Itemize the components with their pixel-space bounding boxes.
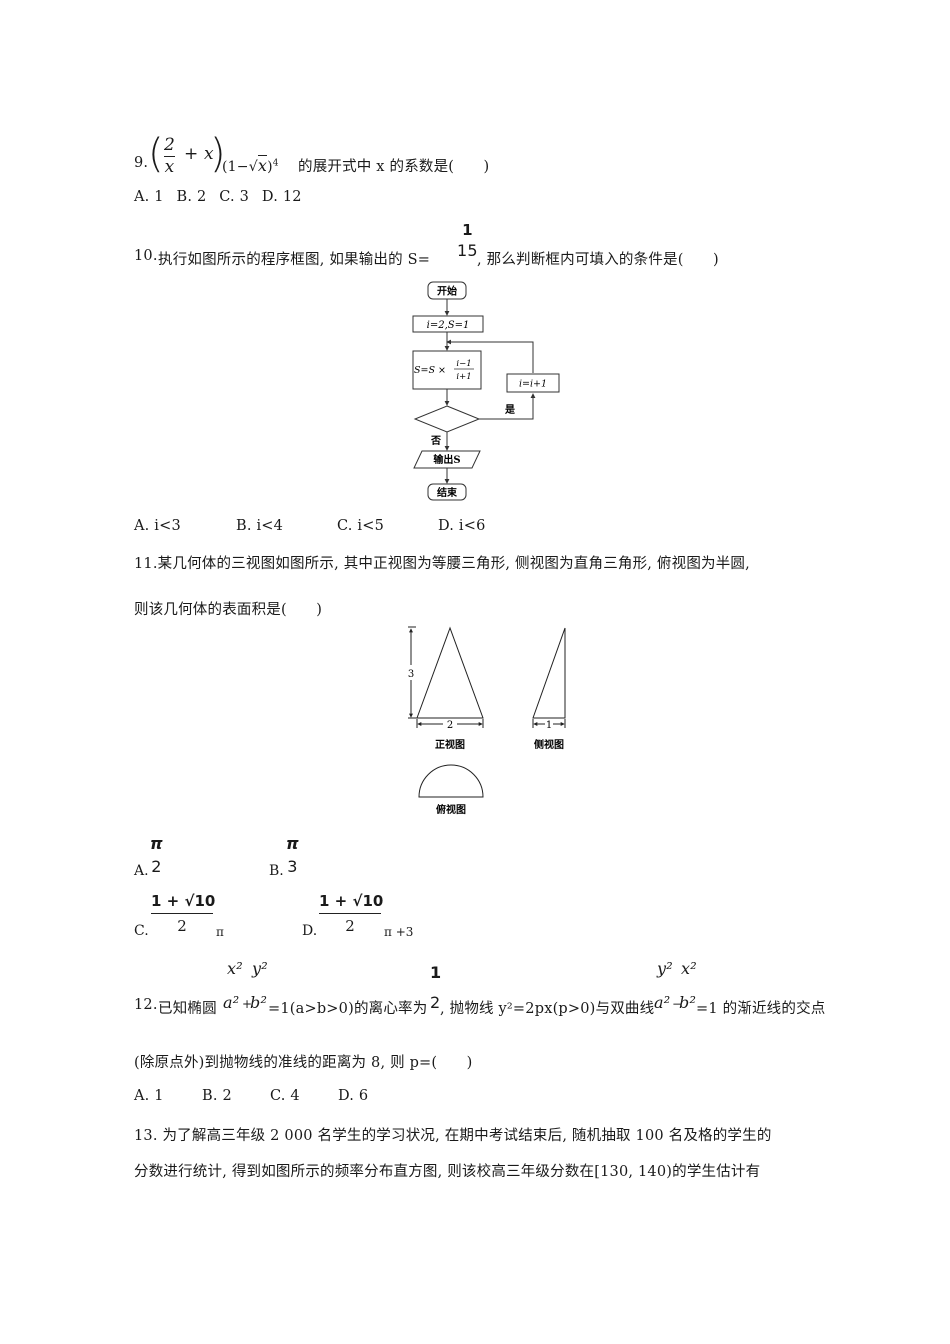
side-width-dimension: 1	[546, 720, 552, 731]
question-12: 12. 已知椭圆 x² a² + y² b² =1(a>b>0)的离心率为 1 …	[134, 959, 826, 1017]
q11-text-line2: 则该几何体的表面积是( )	[134, 602, 323, 618]
q9-text: 的展开式中 x 的系数是( )	[298, 159, 490, 175]
q12-option-b[interactable]: B. 2	[202, 1088, 232, 1104]
side-view-label: 侧视图	[534, 738, 564, 751]
top-view-semicircle	[418, 764, 484, 798]
front-width-dimension: 2	[447, 720, 453, 731]
q11-option-c[interactable]: C. 1 + √10 2 π	[134, 892, 224, 939]
flowchart-end-label: 结束	[437, 486, 458, 499]
svg-text:i+1: i+1	[456, 372, 471, 382]
flowchart-output-label: 输出S	[433, 453, 460, 466]
flowchart-yes-label: 是	[504, 404, 515, 416]
q9-option-b[interactable]: B. 2	[176, 189, 207, 205]
flowchart-output-node	[413, 450, 481, 469]
q11-text-line1: 11.某几何体的三视图如图所示, 其中正视图为等腰三角形, 侧视图为直角三角形,…	[134, 556, 750, 572]
flowchart-decision-node	[413, 405, 481, 433]
flowchart-increment-label: i=i+1	[519, 379, 547, 390]
q13-line2: 分数进行统计, 得到如图所示的频率分布直方图, 则该校高三年级分数在[130, …	[134, 1164, 761, 1180]
q10-fraction: 1 15	[457, 221, 478, 260]
q12-option-a[interactable]: A. 1	[134, 1088, 164, 1104]
front-view-label: 正视图	[435, 738, 465, 751]
top-view-label: 俯视图	[436, 803, 466, 816]
q9-fraction: 2 x	[164, 135, 176, 177]
q10-option-b[interactable]: B. i<4	[236, 518, 284, 534]
question-10: 10. 执行如图所示的程序框图, 如果输出的 S= 1 15 , 那么判断框内可…	[134, 220, 834, 270]
q9-left-paren: (	[148, 131, 164, 177]
q12-option-c[interactable]: C. 4	[270, 1088, 300, 1104]
q12-option-d[interactable]: D. 6	[338, 1088, 369, 1104]
q10-flowchart: 开始 i=2,S=1 S=S × i−1 i+1 i=i+1 是 否 输出S 结…	[412, 281, 560, 501]
flowchart-no-label: 否	[430, 435, 441, 447]
q9-factor: (1−√x)4	[222, 155, 279, 175]
q11-option-b[interactable]: B. π 3	[269, 834, 299, 879]
flowchart-update-left: S=S ×	[414, 365, 446, 376]
q10-number: 10.	[134, 248, 158, 264]
q9-number: 9.	[134, 155, 149, 171]
front-view-triangle	[416, 626, 484, 719]
q9-option-c[interactable]: C. 3	[219, 189, 250, 205]
flowchart-init-node	[412, 315, 484, 333]
svg-text:i−1: i−1	[456, 359, 471, 369]
q9-right-paren: )	[210, 131, 226, 177]
q10-option-c[interactable]: C. i<5	[337, 518, 385, 534]
q10-text-after: , 那么判断框内可填入的条件是( )	[477, 252, 719, 268]
flowchart-start-label: 开始	[437, 285, 457, 298]
q9-option-a[interactable]: A. 1	[134, 189, 164, 205]
flowchart-increment-node	[506, 373, 560, 393]
q9-option-d[interactable]: D. 12	[261, 189, 302, 205]
q13-line1: 13. 为了解高三年级 2 000 名学生的学习状况, 在期中考试结束后, 随机…	[134, 1128, 772, 1144]
height-dimension: 3	[408, 669, 414, 680]
q9-plus-x: + x	[184, 144, 214, 164]
q9-options: A. 1 B. 2 C. 3 D. 12	[134, 189, 302, 205]
flowchart-end-node	[427, 483, 467, 501]
q10-option-d[interactable]: D. i<6	[438, 518, 486, 534]
q10-text-before: 执行如图所示的程序框图, 如果输出的 S=	[158, 252, 431, 268]
q11-option-a[interactable]: A. π 2	[134, 834, 163, 879]
flowchart-init-label: i=2,S=1	[427, 320, 470, 331]
q12-line2: (除原点外)到抛物线的准线的距离为 8, 则 p=( )	[134, 1055, 473, 1071]
sqrt-icon: √	[248, 159, 258, 175]
q10-option-a[interactable]: A. i<3	[134, 518, 181, 534]
side-view-triangle	[532, 627, 566, 719]
q11-option-d[interactable]: D. 1 + √10 2 π +3	[302, 892, 414, 939]
q11-three-views-figure: 3 2 正视图 1 侧视图 俯视图	[408, 626, 566, 816]
